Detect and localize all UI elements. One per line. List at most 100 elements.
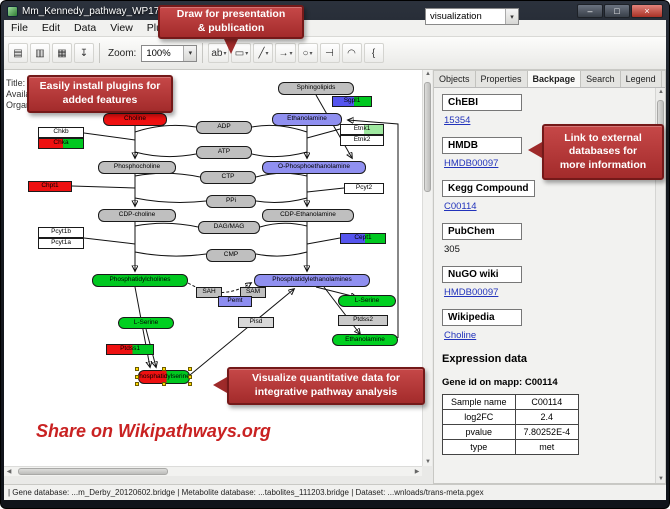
selection-handle[interactable]: [135, 382, 139, 386]
canvas-horizontal-scrollbar[interactable]: ◀ ▶: [4, 466, 422, 476]
selection-handle[interactable]: [135, 375, 139, 379]
selection-handle[interactable]: [162, 382, 166, 386]
tab-legend[interactable]: Legend: [621, 71, 662, 87]
pathway-node[interactable]: Pisd: [238, 317, 274, 328]
selection-handle[interactable]: [188, 382, 192, 386]
chevron-down-icon: ▾: [505, 9, 518, 24]
table-cell: pvalue: [442, 424, 516, 440]
pathway-node[interactable]: DAG/MAG: [198, 221, 260, 234]
chevron-down-icon[interactable]: ▾: [183, 45, 197, 61]
canvas-vscroll-thumb[interactable]: [424, 82, 431, 192]
chevron-down-icon: ▾: [309, 50, 313, 57]
backpage-link[interactable]: Choline: [444, 330, 477, 341]
import-export-button[interactable]: ↧: [74, 43, 94, 63]
scroll-down-icon[interactable]: ▼: [658, 476, 664, 482]
zoom-select[interactable]: 100% ▾: [141, 44, 198, 62]
pathway-node[interactable]: Pcyt2: [344, 183, 384, 194]
tab-search[interactable]: Search: [581, 71, 621, 87]
minimize-button[interactable]: –: [577, 4, 603, 18]
callout-external-databases: Link to external databases for more info…: [542, 124, 664, 180]
pathway-node[interactable]: CTP: [200, 171, 256, 184]
canvas-vertical-scrollbar[interactable]: ▲ ▼: [422, 70, 432, 466]
pathway-node[interactable]: Chka: [38, 138, 84, 149]
pathway-node[interactable]: SAM: [240, 287, 266, 298]
pathway-node[interactable]: Cept1: [340, 233, 386, 244]
selection-handle[interactable]: [162, 367, 166, 371]
pathway-node[interactable]: Chkb: [38, 127, 84, 138]
pathway-node[interactable]: Phosphatidylethanolamines: [254, 274, 370, 287]
pathway-node[interactable]: Etnk2: [340, 135, 384, 146]
selection-handle[interactable]: [188, 375, 192, 379]
pathway-node[interactable]: ADP: [196, 121, 252, 134]
table-cell: 2.4: [514, 409, 580, 425]
pathway-node[interactable]: L-Serine: [338, 295, 396, 307]
share-wikipathways-note: Share on Wikipathways.org: [36, 421, 271, 441]
zoom-value: 100%: [146, 47, 171, 59]
open-pathway-button[interactable]: ▥: [30, 43, 50, 63]
scroll-left-icon[interactable]: ◀: [6, 469, 12, 475]
pathway-node[interactable]: L-Serine: [118, 317, 174, 329]
new-pathway-button[interactable]: ▤: [8, 43, 28, 63]
pathway-node[interactable]: Chpt1: [28, 181, 72, 192]
tbar-tool-button[interactable]: ⊣: [319, 43, 340, 63]
scroll-up-icon[interactable]: ▲: [658, 89, 664, 95]
pathway-node[interactable]: Etnk1: [340, 124, 384, 135]
canvas-hscroll-thumb[interactable]: [18, 468, 168, 475]
save-pathway-button[interactable]: ▦: [52, 43, 72, 63]
menu-file[interactable]: File: [11, 22, 28, 34]
visualization-select[interactable]: visualization ▾: [425, 8, 519, 25]
close-button[interactable]: ×: [631, 4, 663, 18]
pathway-node[interactable]: CDP-choline: [98, 209, 176, 222]
callout-arrow-down-icon: [224, 39, 238, 54]
scroll-down-icon[interactable]: ▼: [425, 459, 431, 465]
pathway-info-label: Title:: [6, 78, 26, 88]
tab-properties[interactable]: Properties: [476, 71, 528, 87]
pathway-node[interactable]: Pemt: [218, 296, 252, 307]
pathway-node[interactable]: SAH: [196, 287, 222, 298]
maximize-button[interactable]: □: [604, 4, 630, 18]
callout-draw-presentation: Draw for presentation & publication: [158, 5, 304, 39]
pathway-node[interactable]: Ptdss2: [338, 315, 388, 326]
backpage-link[interactable]: 15354: [444, 115, 471, 126]
pathway-node[interactable]: Ethanolamine: [272, 113, 342, 126]
pathway-node[interactable]: ATP: [196, 146, 252, 159]
pathway-node[interactable]: O-Phosphoethanolamine: [262, 161, 366, 174]
menu-view[interactable]: View: [110, 22, 133, 34]
tab-backpage[interactable]: Backpage: [527, 71, 582, 87]
brace-tool-button[interactable]: {: [363, 43, 384, 63]
backpage-link[interactable]: HMDB00097: [444, 158, 499, 169]
backpage-link[interactable]: HMDB00097: [444, 287, 499, 298]
selection-handle[interactable]: [188, 367, 192, 371]
menu-edit[interactable]: Edit: [41, 22, 61, 34]
pathway-node[interactable]: Ptdss1: [106, 344, 154, 355]
pathway-node[interactable]: Phosphatidylcholines: [92, 274, 188, 287]
table-cell: C00114: [514, 394, 580, 410]
scroll-up-icon[interactable]: ▲: [425, 71, 431, 77]
zoom-label: Zoom:: [108, 47, 137, 59]
tab-objects[interactable]: Objects: [434, 71, 476, 87]
pathway-node[interactable]: Sphingolipids: [278, 82, 354, 95]
pathway-node[interactable]: Sgpl1: [332, 96, 372, 107]
backpage-link[interactable]: C00114: [444, 201, 477, 212]
pathway-node[interactable]: Phosphocholine: [98, 161, 176, 174]
menu-data[interactable]: Data: [74, 22, 97, 34]
arrow-tool-button[interactable]: →▾: [275, 43, 296, 63]
pathway-node[interactable]: CDP-Ethanolamine: [262, 209, 354, 222]
title-bar[interactable]: Mm_Kennedy_pathway_WP1771_45176.gpml –□×: [7, 2, 663, 20]
pathway-node[interactable]: Ethanolamine: [332, 334, 398, 346]
arc-tool-button[interactable]: ◠: [341, 43, 362, 63]
shape-tool-button[interactable]: ○▾: [297, 43, 318, 63]
selection-handle[interactable]: [135, 367, 139, 371]
pathway-node[interactable]: Pcyt1b: [38, 227, 84, 238]
pathway-node[interactable]: Choline: [103, 113, 167, 126]
pathway-node[interactable]: PPi: [206, 195, 256, 208]
pathway-node[interactable]: CMP: [206, 249, 256, 262]
scroll-right-icon[interactable]: ▶: [414, 469, 420, 475]
pathway-node[interactable]: Pcyt1a: [38, 238, 84, 249]
line-tool-button[interactable]: ╱▾: [253, 43, 274, 63]
toolbar-separator: [202, 43, 204, 63]
